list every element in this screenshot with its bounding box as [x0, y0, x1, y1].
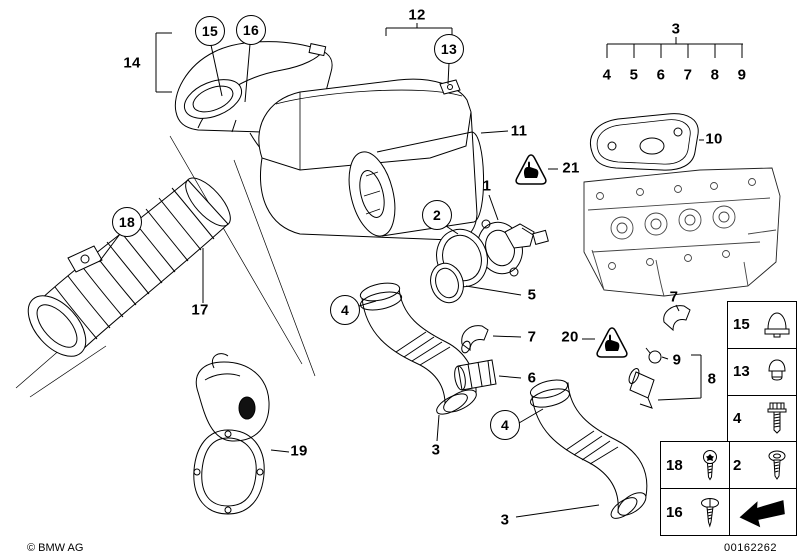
lower-housing-art — [193, 353, 270, 515]
callout-5-top[interactable]: 5 — [629, 66, 639, 84]
breather-parts-right-art — [628, 305, 691, 409]
charge-hose-right-art — [529, 379, 648, 519]
callout-3-mid[interactable]: 3 — [431, 441, 441, 459]
callout-20[interactable]: 20 — [561, 328, 579, 346]
throttle-flange-art — [430, 219, 549, 304]
callout-8-top[interactable]: 8 — [710, 66, 720, 84]
grommet-icon — [763, 310, 791, 340]
callout-16[interactable]: 16 — [236, 15, 266, 45]
callout-11[interactable]: 11 — [510, 122, 528, 140]
callout-17[interactable]: 17 — [191, 301, 209, 319]
callout-6-top[interactable]: 6 — [656, 66, 666, 84]
hand-press-warning-icon — [596, 327, 628, 358]
tapping-screw-icon — [696, 497, 724, 528]
hex-bolt-icon — [763, 401, 791, 435]
pan-head-screw-icon — [763, 449, 791, 481]
charge-hose-mid-art — [359, 282, 477, 415]
callout-4-top[interactable]: 4 — [602, 66, 612, 84]
blind-plug-icon — [763, 358, 791, 386]
callout-1[interactable]: 1 — [482, 177, 492, 195]
callout-4-right[interactable]: 4 — [490, 410, 520, 440]
callout-6-mid[interactable]: 6 — [527, 369, 537, 387]
legend-label-18: 18 — [666, 456, 683, 474]
callout-10[interactable]: 10 — [705, 130, 723, 148]
torx-screw-icon — [696, 449, 724, 482]
copyright-text: © BMW AG — [27, 542, 84, 554]
breather-parts-mid-art — [454, 325, 497, 391]
callout-7-right[interactable]: 7 — [669, 288, 679, 306]
callout-9-top[interactable]: 9 — [737, 66, 747, 84]
intake-muffler-art — [258, 78, 485, 241]
callout-5-mid[interactable]: 5 — [527, 286, 537, 304]
legend-row-16[interactable]: 16 — [661, 489, 729, 535]
callout-19[interactable]: 19 — [290, 442, 308, 460]
callout-21[interactable]: 21 — [562, 159, 580, 177]
legend-row-arrow — [728, 489, 796, 535]
cylinder-head-art — [583, 167, 781, 297]
document-number: 00162262 — [724, 542, 777, 554]
legend-label-16: 16 — [666, 503, 683, 521]
fastener-legend-right: 15 13 4 — [727, 301, 797, 536]
fastener-legend-left: 18 16 — [660, 441, 730, 536]
callout-18[interactable]: 18 — [112, 207, 142, 237]
callout-13[interactable]: 13 — [434, 34, 464, 64]
acoustic-cover-art — [590, 113, 699, 171]
callout-12[interactable]: 12 — [408, 6, 426, 24]
direction-arrow-icon — [736, 496, 788, 528]
callout-8-right[interactable]: 8 — [707, 370, 717, 388]
legend-row-13[interactable]: 13 — [728, 349, 796, 396]
callout-4-mid[interactable]: 4 — [330, 295, 360, 325]
callout-3-bottom[interactable]: 3 — [500, 511, 510, 529]
assembly-lines — [15, 135, 316, 398]
callout-15[interactable]: 15 — [195, 16, 225, 46]
callout-9-right[interactable]: 9 — [672, 351, 682, 369]
intake-hose-art — [27, 177, 231, 357]
legend-row-4[interactable]: 4 — [728, 396, 796, 443]
callout-14[interactable]: 14 — [123, 54, 141, 72]
legend-row-2[interactable]: 2 — [728, 442, 796, 490]
legend-row-15[interactable]: 15 — [728, 302, 796, 349]
legend-label-13: 13 — [733, 363, 750, 381]
legend-label-4: 4 — [733, 409, 742, 427]
legend-label-2: 2 — [733, 456, 742, 474]
callout-7-top[interactable]: 7 — [683, 66, 693, 84]
legend-label-15: 15 — [733, 316, 750, 334]
callout-3-top[interactable]: 3 — [671, 20, 681, 38]
leader-lines — [98, 23, 743, 518]
hand-press-warning-icon — [515, 154, 547, 185]
callout-2[interactable]: 2 — [422, 200, 452, 230]
callout-7-mid[interactable]: 7 — [527, 328, 537, 346]
legend-row-18[interactable]: 18 — [661, 442, 729, 489]
